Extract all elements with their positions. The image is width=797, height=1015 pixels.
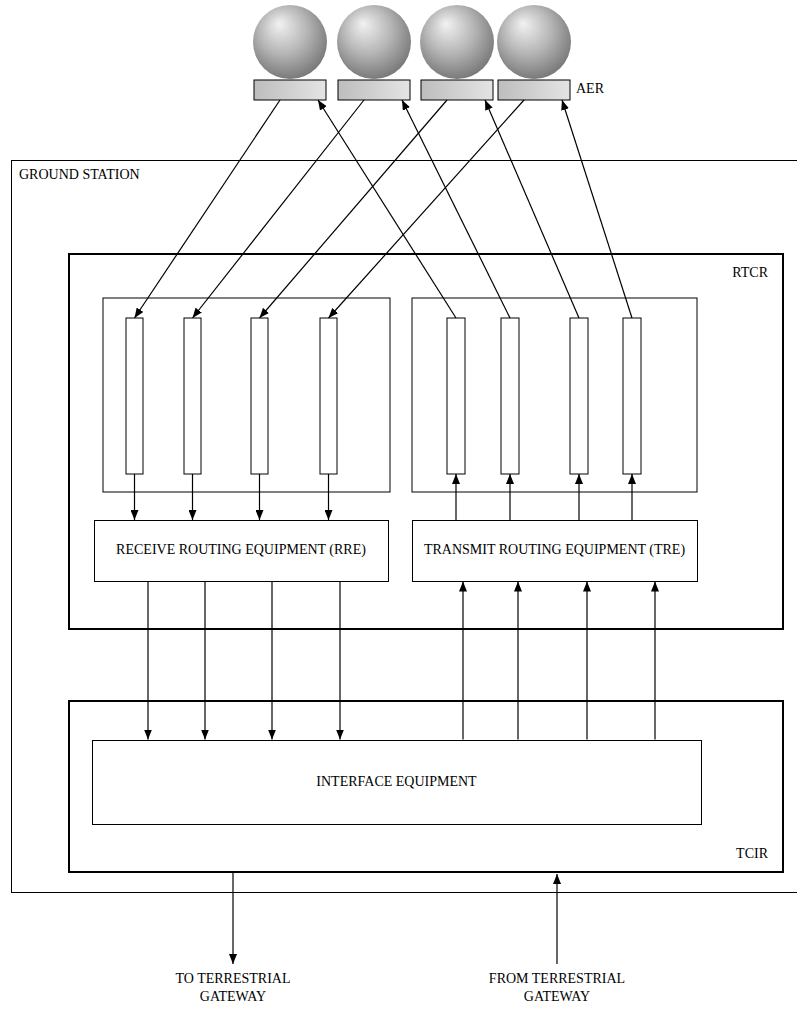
routing-box: RECEIVE ROUTING EQUIPMENT (RRE) [94,520,389,582]
box-title: RTCR [732,265,768,282]
antenna-label: AER [576,80,604,98]
routing-box: TRANSMIT ROUTING EQUIPMENT (TRE) [412,520,698,582]
gateway-label: TO TERRESTRIAL GATEWAY [163,970,303,1005]
gateway-label: FROM TERRESTRIAL GATEWAY [482,970,632,1005]
signal-arrow [586,582,587,740]
gateway-links [233,873,557,964]
box-title: INTERFACE EQUIPMENT [316,774,476,791]
signal-arrow [147,582,148,740]
signal-arrow [204,582,205,740]
box-title: TRANSMIT ROUTING EQUIPMENT (TRE) [424,542,685,559]
chain-groups [103,298,697,492]
chain-links [135,474,633,520]
edge-layer [148,582,655,740]
box-title: GROUND STATION [19,167,140,184]
signal-arrow [517,582,518,740]
signal-arrow [339,582,340,740]
signal-arrow [654,582,655,740]
antenna-links [135,100,633,318]
interface-box: INTERFACE EQUIPMENT [92,740,702,825]
box-title: RECEIVE ROUTING EQUIPMENT (RRE) [116,542,366,559]
antenna-array [253,5,571,100]
signal-arrow [271,582,272,740]
signal-arrow [462,582,463,740]
ground-station-frame: GROUND STATION RTCR RECEIVE ROUTING EQUIPM… [11,160,797,893]
rtcr-frame: RTCR RECEIVE ROUTING EQUIPMENT (RRE) TRANS… [68,253,784,630]
tcir-frame: TCIR INTERFACE EQUIPMENT [68,700,784,873]
box-title: TCIR [736,846,768,863]
